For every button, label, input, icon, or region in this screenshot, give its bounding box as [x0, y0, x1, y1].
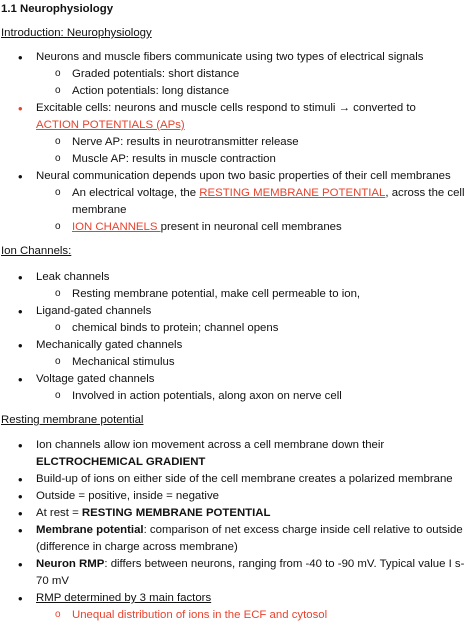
list-item-text: Outside = positive, inside = negative — [36, 490, 219, 502]
sub-list-item: Action potentials: long distance — [1, 82, 468, 100]
list-item: Neuron RMP: differs between neurons, ran… — [1, 556, 468, 590]
sub-list-item: Graded potentials: short distance — [1, 65, 468, 83]
bold-term: Membrane potential — [36, 524, 144, 536]
section-heading-ion-channels: Ion Channels: — [1, 245, 72, 257]
list-item-text: : differs between neurons, ranging from … — [36, 558, 465, 587]
list-item: Excitable cells: neurons and muscle cell… — [1, 100, 468, 134]
bold-term: RESTING MEMBRANE POTENTIAL — [81, 507, 271, 519]
list-item: Ion channels allow ion movement across a… — [1, 437, 468, 471]
highlight-term: ION CHANNELS — [72, 221, 161, 233]
list-item: Mechanically gated channels — [1, 337, 468, 354]
sub-list-item: An electrical voltage, the RESTING MEMBR… — [1, 184, 468, 219]
list-item-text: Leak channels — [36, 271, 110, 283]
list-item-text: Ion channels allow ion movement across a… — [36, 439, 385, 451]
sub-list-item: Muscle AP: results in muscle contraction — [1, 150, 468, 168]
sub-list-item-text: Unequal distribution of ions in the ECF … — [72, 609, 328, 621]
page-title: 1.1 Neurophysiology — [1, 3, 114, 15]
sub-list-item-text: Involved in action potentials, along axo… — [72, 390, 342, 402]
sub-list-item: Mechanical stimulus — [1, 353, 468, 371]
sub-list-item: ION CHANNELS present in neuronal cell me… — [1, 218, 468, 236]
sub-list-item: chemical binds to protein; channel opens — [1, 319, 468, 337]
section-heading-rmp: Resting membrane potential — [1, 414, 144, 426]
list-item: Leak channels — [1, 269, 468, 286]
list-item: Neurons and muscle fibers communicate us… — [1, 49, 468, 66]
bold-term: ELCTROCHEMICAL GRADIENT — [36, 456, 206, 468]
list-item-text: Excitable cells: neurons and muscle cell… — [36, 102, 416, 114]
list-item-text: : comparison of net excess charge inside… — [36, 524, 463, 553]
list-item-text: Neural communication depends upon two ba… — [36, 170, 451, 182]
sub-list-item-text: chemical binds to protein; channel opens — [72, 322, 279, 334]
list-item: Membrane potential: comparison of net ex… — [1, 522, 468, 556]
sub-list-item-text: Mechanical stimulus — [72, 356, 175, 368]
list-item: Outside = positive, inside = negative — [1, 488, 468, 505]
sub-list-item-text: present in neuronal cell membranes — [160, 221, 342, 233]
rmp-list: Ion channels allow ion movement across a… — [1, 437, 468, 624]
list-item-text: Mechanically gated channels — [36, 339, 183, 351]
sub-list-item-text: Nerve AP: results in neurotransmitter re… — [72, 136, 299, 148]
sub-list-item: Nerve AP: results in neurotransmitter re… — [1, 133, 468, 151]
list-item: Ligand-gated channels — [1, 303, 468, 320]
sub-list-item-text: Muscle AP: results in muscle contraction — [72, 153, 276, 165]
list-item: Voltage gated channels — [1, 371, 468, 388]
intro-list: Neurons and muscle fibers communicate us… — [1, 49, 468, 236]
section-heading-intro: Introduction: Neurophysiology — [1, 27, 152, 39]
ion-channels-list: Leak channels Resting membrane potential… — [1, 269, 468, 405]
sub-list-item-text: An electrical voltage, the — [72, 187, 200, 199]
sub-list-item-text: Resting membrane potential, make cell pe… — [72, 288, 361, 300]
list-item-text: Ligand-gated channels — [36, 305, 152, 317]
sub-list-item: Involved in action potentials, along axo… — [1, 387, 468, 405]
list-item-text: RMP determined by 3 main factors — [36, 592, 212, 604]
list-item: Neural communication depends upon two ba… — [1, 168, 468, 185]
list-item: RMP determined by 3 main factors — [1, 590, 468, 607]
sub-list-item-text: Graded potentials: short distance — [72, 68, 240, 80]
list-item-text: Build-up of ions on either side of the c… — [36, 473, 453, 485]
sub-list-item-text: Action potentials: long distance — [72, 85, 230, 97]
sub-list-item: Unequal distribution of ions in the ECF … — [1, 606, 468, 624]
sub-list-item-text: , across the cell membrane — [72, 187, 465, 216]
highlight-term: RESTING MEMBRANE POTENTIAL — [199, 187, 386, 199]
list-item-text: At rest = — [36, 507, 82, 519]
list-item-text: Neurons and muscle fibers communicate us… — [36, 51, 424, 63]
bold-term: Neuron RMP — [36, 558, 105, 570]
sub-list-item: Resting membrane potential, make cell pe… — [1, 285, 468, 303]
list-item: Build-up of ions on either side of the c… — [1, 471, 468, 488]
list-item-text: Voltage gated channels — [36, 373, 155, 385]
list-item: At rest = RESTING MEMBRANE POTENTIAL — [1, 505, 468, 522]
highlight-term: ACTION POTENTIALS (APs) — [36, 119, 185, 131]
